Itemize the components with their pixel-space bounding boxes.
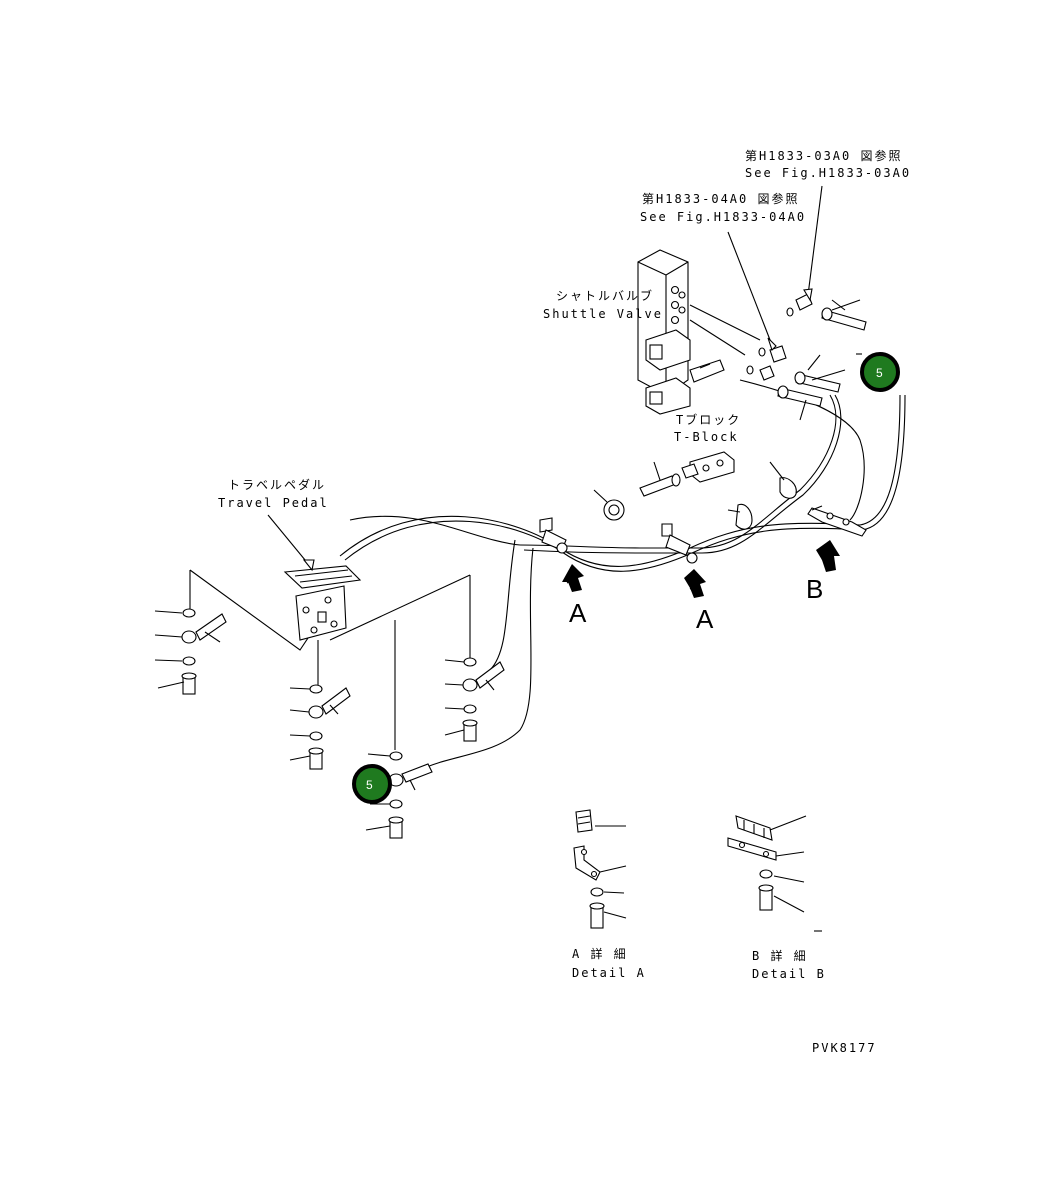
hose-clamps (539, 477, 867, 564)
leader-lines (154, 185, 862, 831)
label-arrow-a2: A (696, 604, 714, 634)
callout-badge-1-text: 5 (876, 366, 883, 380)
label-drawing-number: PVK8177 (812, 1041, 877, 1055)
label-detail-a-en: Detail A (572, 966, 646, 980)
label-detail-a-jp: A 詳 細 (572, 946, 628, 961)
detail-b-parts (727, 815, 822, 932)
arrow-a1-icon (562, 564, 584, 592)
section-arrows (562, 540, 840, 598)
label-shuttle-jp: シャトルバルブ (556, 288, 654, 303)
label-arrow-b: B (806, 574, 823, 604)
label-tblock-en: T-Block (674, 430, 739, 444)
label-shuttle-en: Shuttle Valve (543, 307, 663, 321)
label-ref-04a0-en: See Fig.H1833-04A0 (640, 210, 806, 224)
callout-badge-2-text: 5 (366, 778, 373, 792)
label-ref-04a0-jp: 第H1833-04A0 図参照 (642, 191, 799, 206)
label-pedal-jp: トラベルペダル (228, 477, 326, 492)
callout-badge-1[interactable]: 5 (860, 352, 900, 392)
label-ref-03a0-jp: 第H1833-03A0 図参照 (745, 148, 902, 163)
travel-pedal (283, 565, 362, 641)
label-detail-b-en: Detail B (752, 967, 826, 981)
hose-end-fittings (181, 608, 505, 839)
shuttle-valve (637, 249, 725, 415)
arrow-b-icon (816, 540, 840, 572)
label-tblock-jp: Tブロック (676, 412, 741, 427)
label-arrow-a1: A (569, 598, 587, 628)
label-detail-b-jp: B 詳 細 (752, 948, 808, 963)
arrow-a2-icon (684, 569, 706, 598)
label-pedal-en: Travel Pedal (218, 496, 329, 510)
detail-a-parts (573, 809, 627, 929)
valve-fittings (746, 293, 867, 407)
label-ref-03a0-en: See Fig.H1833-03A0 (745, 166, 911, 180)
t-block (603, 451, 735, 521)
callout-badge-2[interactable]: 5 (352, 764, 392, 804)
